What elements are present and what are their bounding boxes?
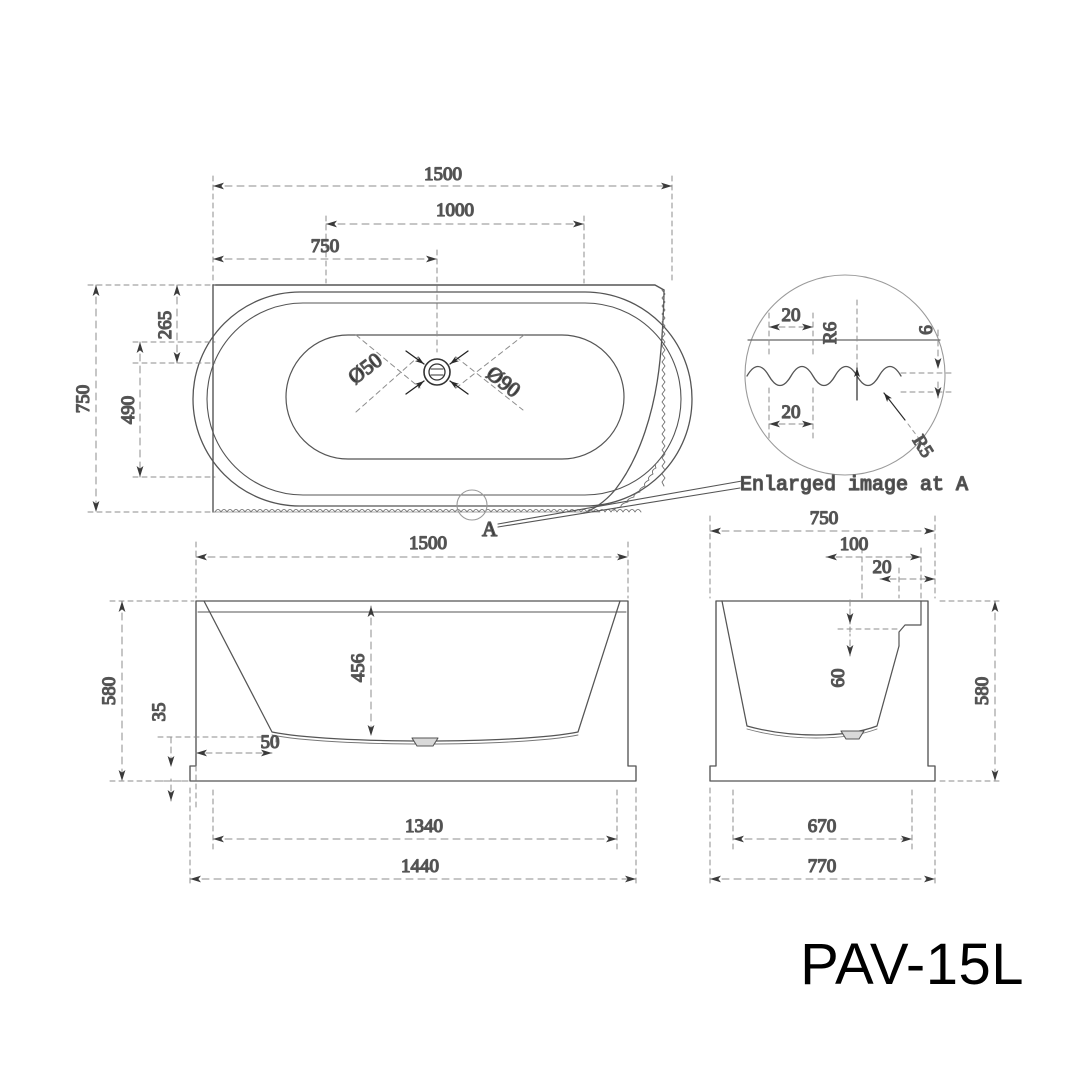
detail-dim-6-label: 6 bbox=[916, 325, 937, 335]
front-elevation-view: 1500 580 35 50 bbox=[98, 532, 637, 886]
side-elevation-view: 750 100 20 60 bbox=[709, 507, 1001, 886]
side-dim-60: 60 bbox=[827, 599, 854, 688]
enlarged-detail-a: 20 20 R6 R5 bbox=[739, 274, 969, 498]
waste-diameter-label: Ø90 bbox=[482, 361, 525, 402]
model-number-label: PAV-15L bbox=[800, 932, 1024, 997]
detail-radius-r6-label: R6 bbox=[820, 322, 841, 344]
detail-dim-20-top-label: 20 bbox=[782, 305, 801, 326]
side-dim-770: 770 bbox=[709, 855, 936, 883]
side-dim-580: 580 bbox=[971, 600, 999, 782]
detail-radius-r6: R6 bbox=[819, 321, 860, 401]
side-dim-20-label: 20 bbox=[873, 557, 892, 578]
front-dim-35-label: 35 bbox=[149, 703, 170, 722]
front-dim-50-label: 50 bbox=[261, 732, 280, 753]
overflow-diameter-label: Ø50 bbox=[343, 348, 386, 389]
front-dim-456-label: 456 bbox=[348, 654, 369, 683]
plan-dim-265-label: 265 bbox=[155, 311, 176, 340]
side-dim-20: 20 bbox=[872, 556, 936, 583]
front-dim-35: 35 bbox=[148, 702, 175, 802]
detail-dim-20-top: 20 bbox=[768, 304, 814, 331]
top-plan-view: Ø50 Ø90 A bbox=[72, 163, 743, 542]
detail-dim-20-bottom: 20 bbox=[768, 401, 814, 428]
front-dim-456: 456 bbox=[347, 605, 375, 737]
plan-dim-1000: 1000 bbox=[325, 199, 585, 228]
detail-marker-a: A bbox=[456, 480, 743, 542]
side-dim-750-label: 750 bbox=[810, 508, 839, 529]
front-dim-50: 50 bbox=[195, 731, 280, 757]
plan-dim-1500-label: 1500 bbox=[424, 164, 462, 185]
plan-dim-490-label: 490 bbox=[118, 396, 139, 425]
detail-caption: Enlarged image at A bbox=[740, 474, 968, 497]
plan-dim-490: 490 bbox=[117, 341, 144, 478]
plan-dim-750v-label: 750 bbox=[73, 385, 94, 414]
front-dim-580-label: 580 bbox=[99, 677, 120, 706]
plan-drain-cluster: Ø50 Ø90 bbox=[343, 334, 526, 413]
side-dim-60-label: 60 bbox=[828, 669, 849, 688]
plan-dim-750h: 750 bbox=[212, 235, 438, 263]
front-dim-1440: 1440 bbox=[189, 855, 637, 883]
plan-dim-265: 265 bbox=[154, 284, 181, 364]
side-dim-580-label: 580 bbox=[972, 677, 993, 706]
plan-dim-750v: 750 bbox=[72, 284, 100, 513]
detail-dim-20-bottom-label: 20 bbox=[782, 402, 801, 423]
side-dim-100-label: 100 bbox=[840, 534, 869, 555]
detail-dim-6: 6 bbox=[915, 325, 942, 399]
plan-dim-1000-label: 1000 bbox=[436, 200, 474, 221]
front-dim-1340: 1340 bbox=[212, 815, 618, 843]
side-dim-770-label: 770 bbox=[808, 856, 837, 877]
front-dim-1440-label: 1440 bbox=[401, 856, 439, 877]
front-dim-580: 580 bbox=[98, 600, 126, 782]
plan-dim-750h-label: 750 bbox=[311, 236, 340, 257]
detail-marker-label: A bbox=[482, 517, 498, 541]
side-dim-670: 670 bbox=[732, 815, 913, 843]
detail-radius-r5-label: R5 bbox=[908, 432, 938, 462]
side-dim-100: 100 bbox=[825, 533, 922, 561]
detail-radius-r5: R5 bbox=[883, 392, 938, 462]
front-dim-1340-label: 1340 bbox=[405, 816, 443, 837]
front-dim-1500: 1500 bbox=[195, 532, 629, 561]
front-dim-1500-label: 1500 bbox=[409, 533, 447, 554]
side-dim-750: 750 bbox=[709, 507, 936, 535]
plan-vertical-dims bbox=[87, 284, 216, 513]
side-dim-670-label: 670 bbox=[808, 816, 837, 837]
plan-dim-1500: 1500 bbox=[212, 163, 673, 190]
